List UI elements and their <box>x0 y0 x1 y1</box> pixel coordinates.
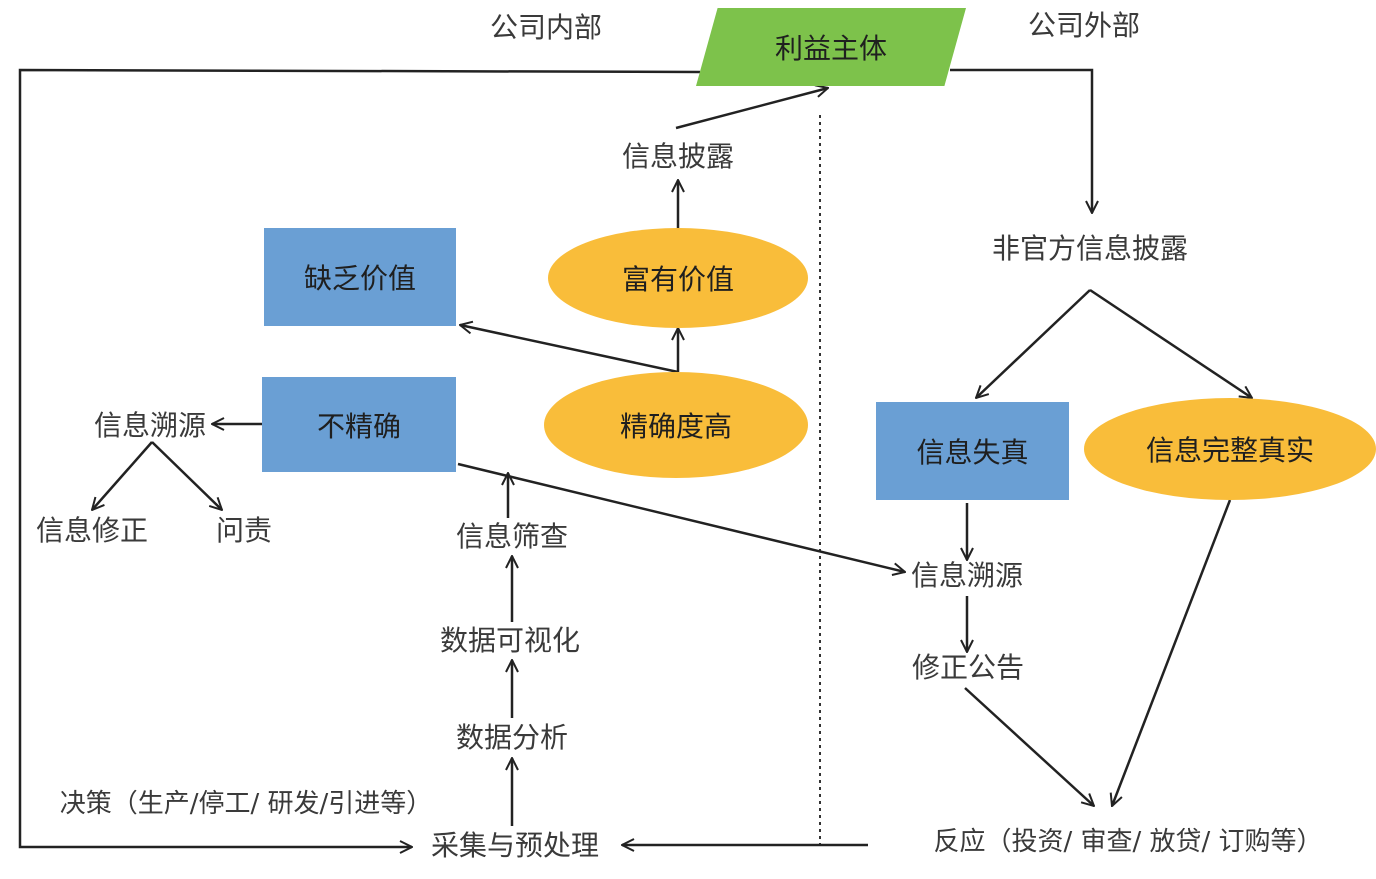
high-precision-label: 精确度高 <box>619 410 732 443</box>
stakeholder-label: 利益主体 <box>774 32 887 65</box>
edge-complete-to-reaction <box>1112 499 1232 806</box>
edge-notice-to-reaction <box>964 687 1094 806</box>
imprecise-node: 不精确 <box>262 377 456 472</box>
trace-left-label: 信息溯源 <box>93 409 207 442</box>
accountability-label: 问责 <box>215 514 273 547</box>
edge-disclosure-to-stakeholder <box>675 88 828 130</box>
distortion-node: 信息失真 <box>876 402 1069 500</box>
complete-true-label: 信息完整真实 <box>1145 434 1314 467</box>
trace-right-label: 信息溯源 <box>910 559 1024 592</box>
distortion-label: 信息失真 <box>916 436 1029 469</box>
correction-left-label: 信息修正 <box>35 514 149 547</box>
high-precision-node: 精确度高 <box>544 372 808 478</box>
lacks-value-node: 缺乏价值 <box>264 228 456 326</box>
disclosure-label: 信息披露 <box>621 140 735 173</box>
edge-precision-to-lacks-value <box>460 325 679 374</box>
screening-label: 信息筛查 <box>455 520 569 553</box>
visualization-label: 数据可视化 <box>439 624 581 657</box>
reaction-label: 反应（投资/ 审查/ 放贷/ 订购等） <box>933 827 1323 857</box>
stakeholder-node: 利益主体 <box>696 8 966 86</box>
lacks-value-label: 缺乏价值 <box>303 262 416 295</box>
edge-stakeholder-to-collect <box>18 68 701 847</box>
analysis-label: 数据分析 <box>455 721 569 754</box>
edge-stakeholder-to-unofficial <box>950 68 1092 213</box>
edge-unofficial-to-distortion <box>976 289 1091 398</box>
decision-label: 决策（生产/停工/ 研发/引进等） <box>59 789 433 819</box>
rich-value-node: 富有价值 <box>548 228 808 328</box>
rich-value-label: 富有价值 <box>621 263 734 296</box>
edge-unofficial-to-complete <box>1089 288 1252 398</box>
edge-trace-to-correction <box>92 441 153 510</box>
edge-imprecise-to-trace-right <box>457 462 905 572</box>
edge-trace-to-accountability <box>151 441 222 510</box>
complete-true-node: 信息完整真实 <box>1084 398 1376 500</box>
external-header: 公司外部 <box>1027 9 1141 42</box>
unofficial-label: 非官方信息披露 <box>991 232 1189 265</box>
imprecise-label: 不精确 <box>316 409 401 443</box>
collect-label: 采集与预处理 <box>430 829 600 862</box>
correction-notice-label: 修正公告 <box>911 651 1025 684</box>
internal-header: 公司内部 <box>489 11 603 44</box>
